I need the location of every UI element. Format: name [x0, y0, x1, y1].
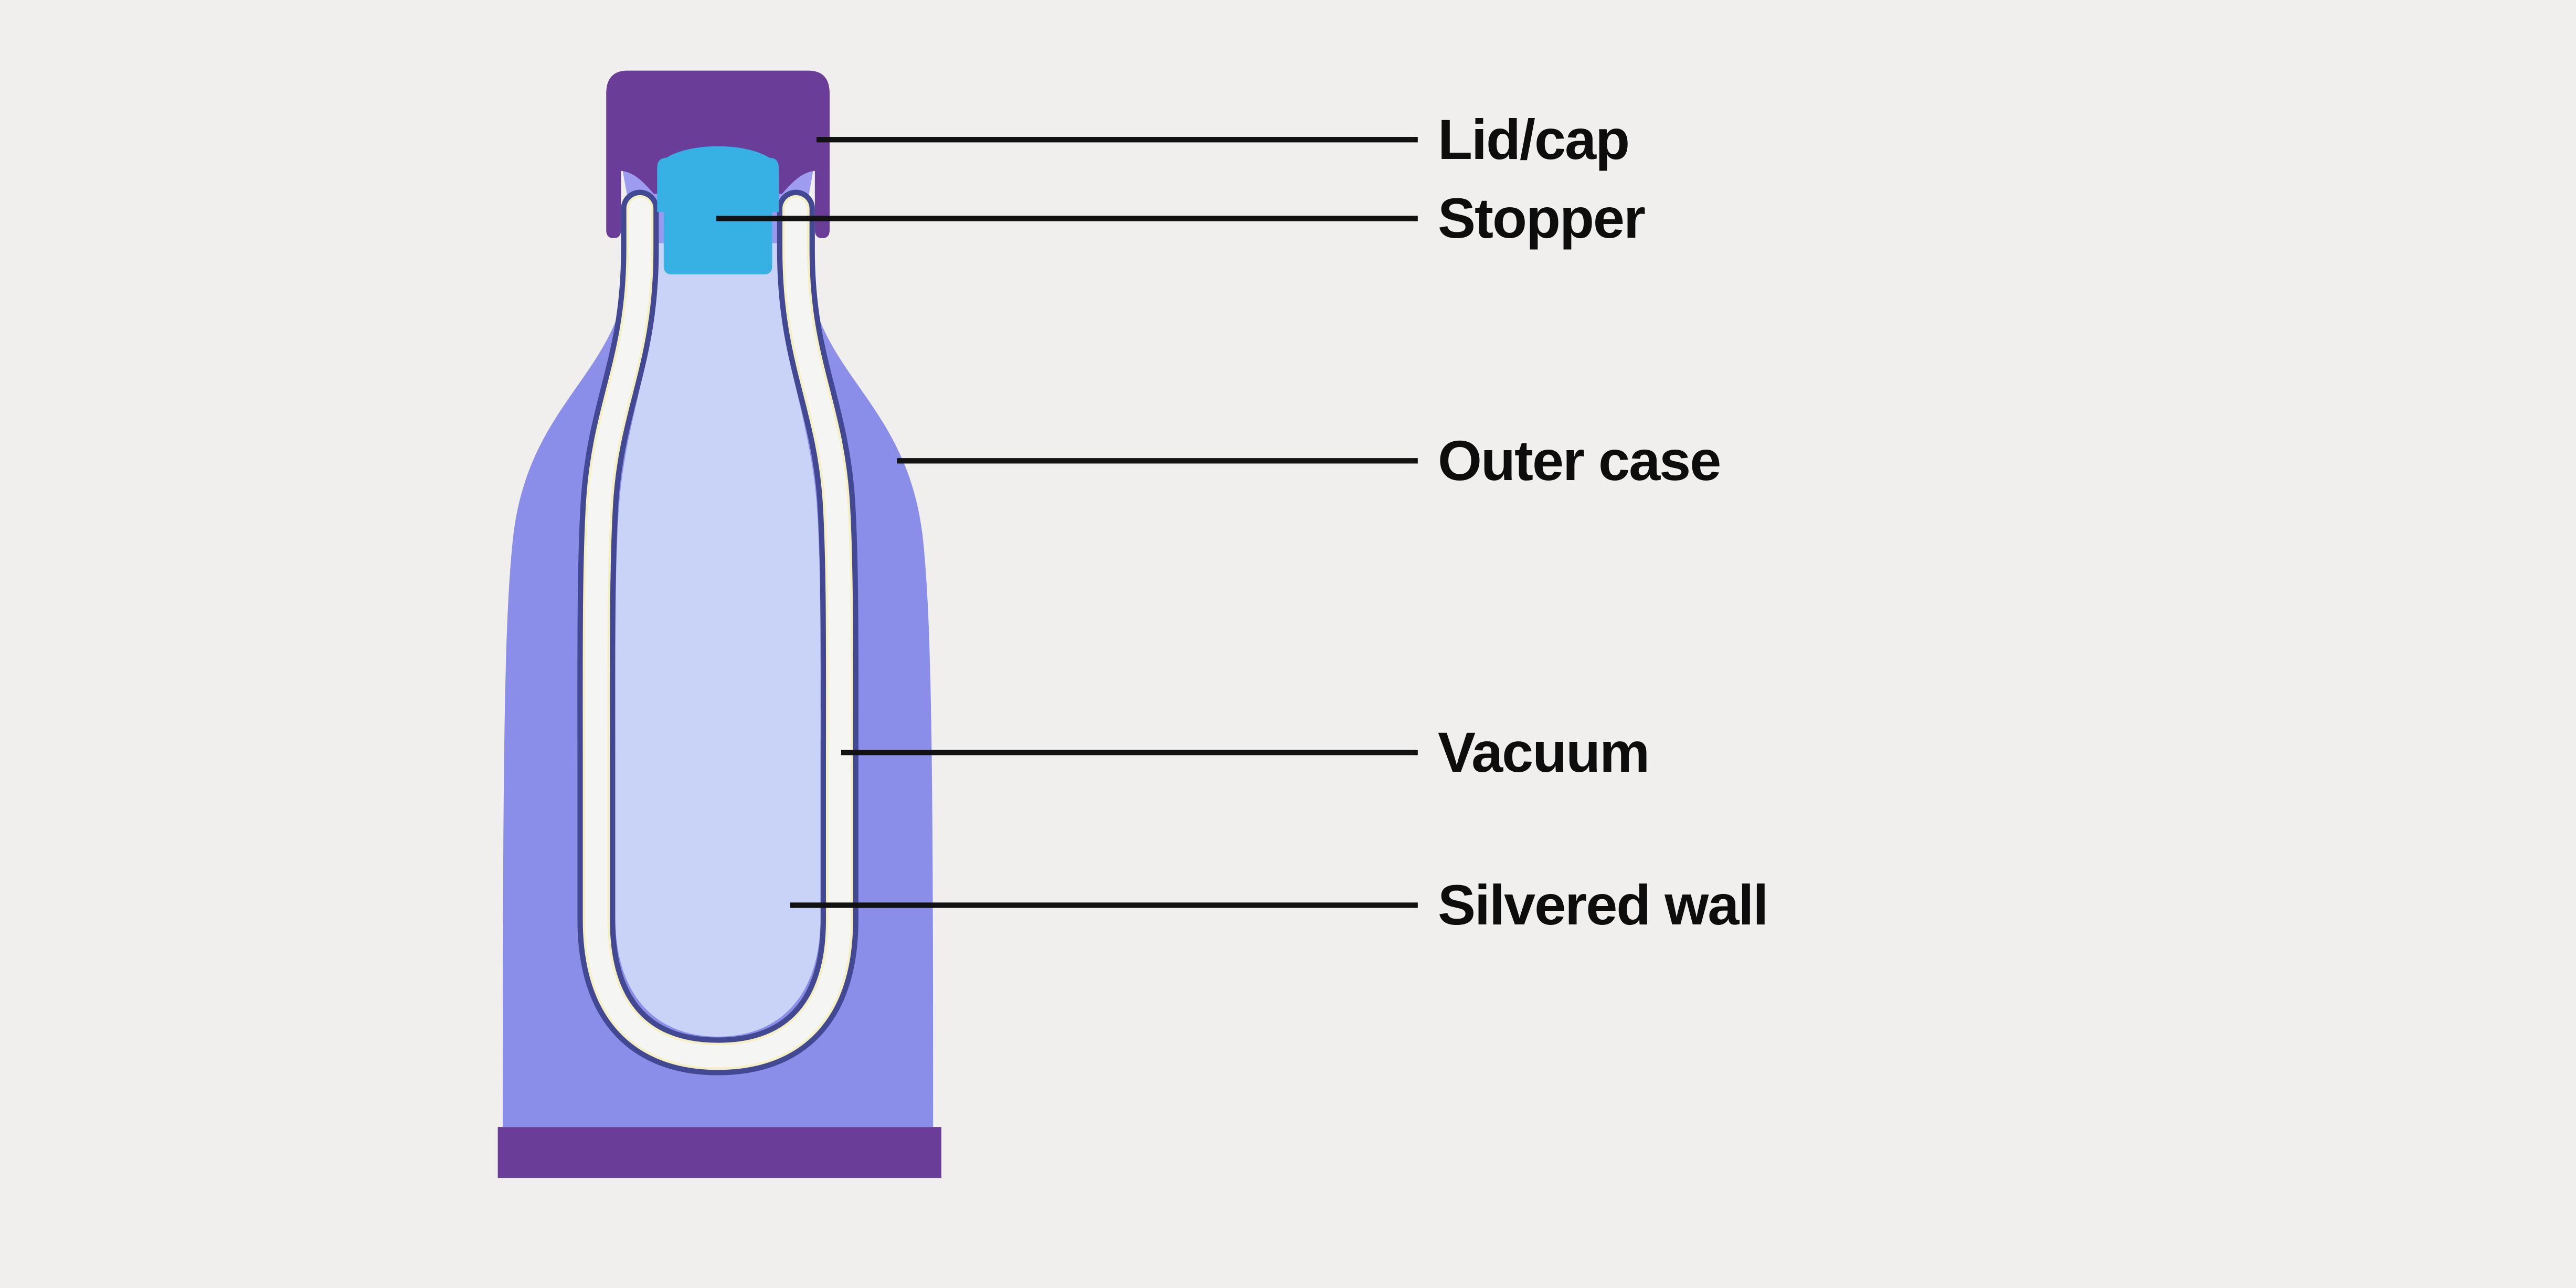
label-silvered-wall: Silvered wall [1438, 873, 1768, 936]
vacuum-gap-stroke [585, 197, 851, 1068]
label-stopper: Stopper [1438, 186, 1646, 250]
stopper-body [663, 211, 772, 274]
label-vacuum: Vacuum [1438, 720, 1650, 784]
inner-fill-shape [615, 243, 821, 1037]
label-lid-cap: Lid/cap [1438, 108, 1630, 171]
label-outer-case: Outer case [1438, 429, 1721, 492]
stopper-flange [657, 157, 779, 212]
base-shape [497, 1127, 941, 1178]
